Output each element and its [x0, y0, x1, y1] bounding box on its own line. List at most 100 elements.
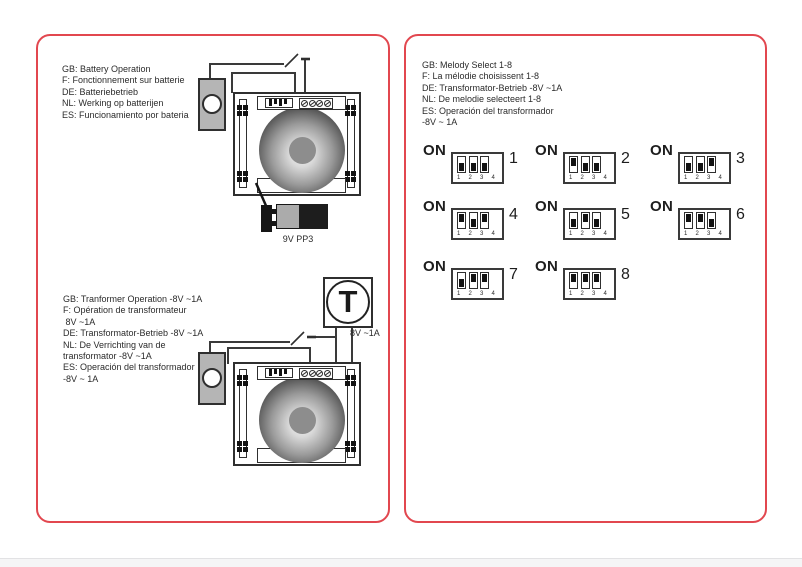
- button-hole: [202, 94, 222, 114]
- dip-slider-knob: [571, 219, 576, 227]
- label-line: GB: Tranformer Operation -8V ~1A: [63, 294, 203, 304]
- on-label: ON: [535, 198, 559, 215]
- dip-scale-number: 2: [580, 231, 584, 237]
- dip-slider-knob: [482, 214, 487, 222]
- dip-scale-number: 2: [468, 231, 472, 237]
- on-label: ON: [423, 258, 447, 275]
- dip-slider-knob: [470, 163, 476, 171]
- wire: [209, 63, 284, 80]
- dip-switch-block: [265, 368, 293, 378]
- dip-slider-knob: [482, 163, 487, 171]
- dip-slider-knob: [594, 219, 599, 227]
- dip-slider-on: [569, 156, 578, 173]
- dip-scale-number: 4: [718, 175, 722, 181]
- dip-slider-knob: [571, 158, 576, 166]
- dip-slider-off: [457, 272, 466, 289]
- dip-scale-number: 1: [684, 231, 688, 237]
- label-line: F: Fonctionnement sur batterie: [62, 75, 185, 86]
- screw-cluster: [345, 171, 357, 183]
- terminal-screw: [308, 100, 316, 107]
- screw-cluster: [237, 441, 249, 453]
- dip-scale-number: 3: [707, 175, 711, 181]
- screw-cluster: [237, 105, 249, 117]
- transformer-symbol: T: [323, 277, 373, 328]
- melody-number: 7: [509, 266, 518, 283]
- label-line: transformator -8V ~1A: [63, 351, 152, 362]
- dip-scale-number: 4: [603, 291, 607, 297]
- label-line: NL: De Verrichting van de: [63, 339, 166, 350]
- wire: [227, 347, 311, 368]
- dip-slider-on: [457, 212, 466, 229]
- battery-clip-contact: [272, 221, 276, 226]
- bell-push-button: [198, 352, 226, 405]
- dip-scale-numbers: 1 2 3 4: [457, 231, 503, 237]
- terminal-screw: [316, 370, 324, 377]
- dip-slider-knob: [470, 219, 476, 227]
- melody-number: 2: [621, 150, 630, 167]
- label-line: ES: Operación del transformador: [63, 362, 195, 373]
- battery-9v-body: [299, 204, 328, 229]
- speaker: [259, 107, 345, 193]
- dip-slider-on: [580, 212, 590, 229]
- dip-slider-off: [592, 212, 601, 229]
- dip-slider-knob: [482, 274, 487, 282]
- label-line: -8V ~ 1A: [422, 117, 458, 128]
- terminal-block: [299, 98, 333, 109]
- dip-slider-on: [580, 272, 590, 289]
- terminal-screw: [301, 100, 309, 107]
- dip-slider-knob: [686, 163, 691, 171]
- mounting-rail-right: [345, 369, 356, 458]
- on-label: ON: [650, 142, 674, 159]
- dip-slider-off: [569, 212, 578, 229]
- dip-slider-knob: [571, 274, 576, 282]
- dip-scale-number: 3: [592, 291, 596, 297]
- label-line: NL: De melodie selecteert 1-8: [422, 94, 542, 105]
- speaker-center: [288, 136, 316, 164]
- dip-scale-number: 4: [491, 175, 495, 181]
- label-line: 8V ~1A: [63, 316, 96, 327]
- dip-switch-block: [265, 98, 293, 108]
- dip-scale-number: 3: [592, 175, 596, 181]
- label-line: GB: Melody Select 1-8: [422, 60, 513, 70]
- dip-slider-on: [480, 212, 489, 229]
- dip-slider-knob: [697, 214, 703, 222]
- dip-slider-on: [480, 272, 489, 289]
- dip-scale-number: 3: [480, 291, 484, 297]
- on-label: ON: [423, 142, 447, 159]
- dip-scale-number: 3: [480, 231, 484, 237]
- dip-scale-number: 2: [580, 175, 584, 181]
- label-line: -8V ~ 1A: [63, 373, 99, 384]
- dip-slider-on: [695, 212, 705, 229]
- dip-switch: 1 2 3 4: [451, 208, 504, 240]
- speaker: [259, 377, 345, 463]
- dip-scale-number: 4: [603, 175, 607, 181]
- terminal-block: [299, 368, 333, 379]
- dip-scale-number: 1: [457, 231, 461, 237]
- terminal-screw: [301, 370, 309, 377]
- dip-scale-number: 3: [707, 231, 711, 237]
- transformer-t: T: [326, 280, 370, 324]
- dip-scale-number: 4: [491, 231, 495, 237]
- mounting-rail-left: [237, 99, 249, 188]
- dip-slider-off: [707, 212, 716, 229]
- dip-scale-number: 4: [718, 231, 722, 237]
- dip-scale-number: 1: [457, 175, 461, 181]
- bell-push-button: [198, 78, 226, 131]
- dip-scale-number: 1: [457, 291, 461, 297]
- battery-clip: [261, 205, 272, 232]
- top-bar: [257, 366, 346, 380]
- label-line: GB: Battery Operation: [62, 64, 151, 74]
